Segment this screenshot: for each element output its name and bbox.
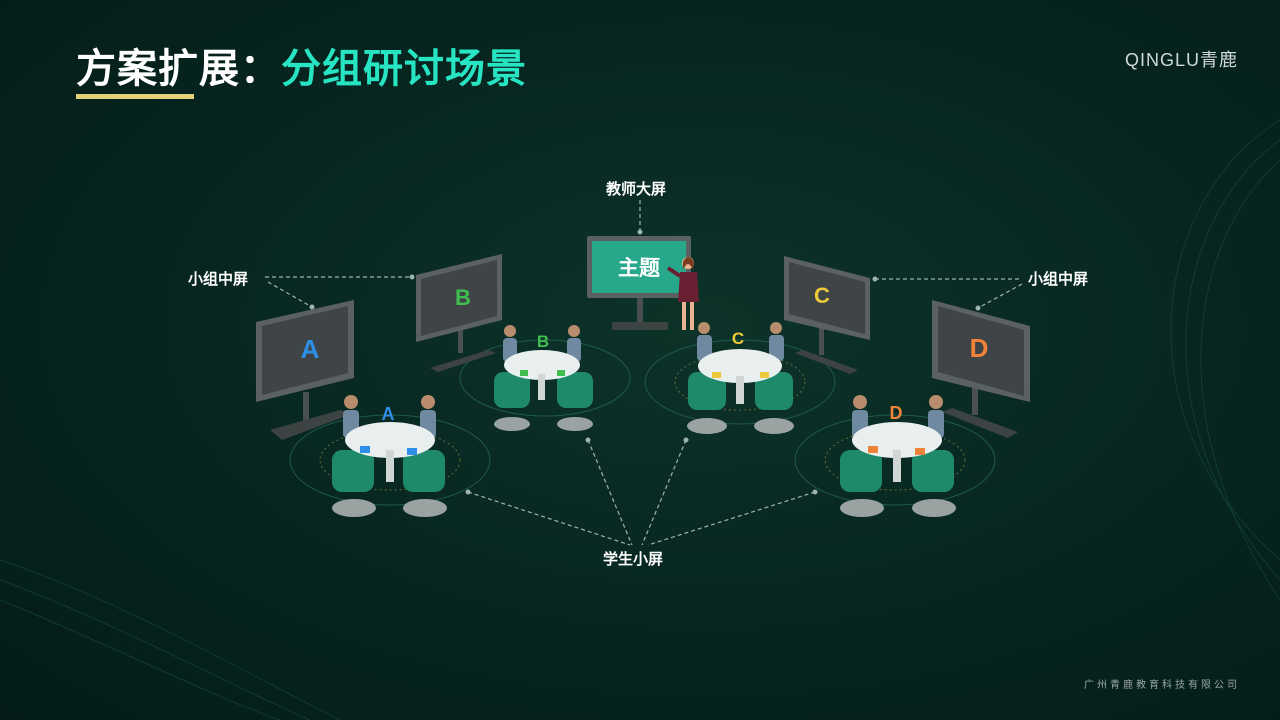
group-screen-b — [416, 254, 502, 372]
title-underline — [76, 94, 194, 99]
teacher-screen — [587, 236, 691, 330]
group-screen-a — [256, 300, 354, 440]
screen-letter-c: C — [814, 283, 830, 308]
teacher-figure — [666, 257, 699, 330]
brand-logo: QINGLU青鹿 — [1124, 50, 1238, 70]
screen-letter-a: A — [301, 334, 320, 364]
background-curves — [0, 119, 1280, 720]
teacher-screen-label: 教师大屏 — [606, 180, 667, 198]
table-group-b — [494, 325, 593, 431]
topic-label: 主题 — [618, 256, 661, 280]
connector-dots — [309, 229, 981, 495]
table-letter-b: B — [537, 332, 549, 351]
table-letter-a: A — [382, 404, 395, 424]
table-letters: A B C D — [382, 329, 903, 424]
table-group-c — [687, 322, 794, 434]
group-screen-label-left: 小组中屏 — [188, 270, 249, 288]
screen-letter-d: D — [970, 333, 989, 363]
student-screen-label: 学生小屏 — [603, 550, 664, 568]
connector-lines — [265, 200, 1023, 546]
group-screen-c — [784, 256, 870, 374]
table-letter-d: D — [890, 403, 903, 423]
company-footer: 广州青鹿教育科技有限公司 — [1084, 680, 1240, 691]
screen-letter-b: B — [455, 285, 471, 310]
table-group-a — [332, 395, 447, 517]
title-highlight: 分组研讨场景 — [281, 46, 527, 92]
floor-rings — [289, 339, 996, 506]
title-prefix: 方案扩展： — [76, 46, 281, 92]
group-screen-label-right: 小组中屏 — [1028, 270, 1089, 288]
table-group-d — [840, 395, 956, 517]
table-letter-c: C — [732, 329, 744, 348]
group-screen-d — [932, 300, 1030, 438]
page-title: 方案扩展：分组研讨场景 — [76, 36, 527, 94]
screen-letters: A B C D — [301, 283, 989, 364]
